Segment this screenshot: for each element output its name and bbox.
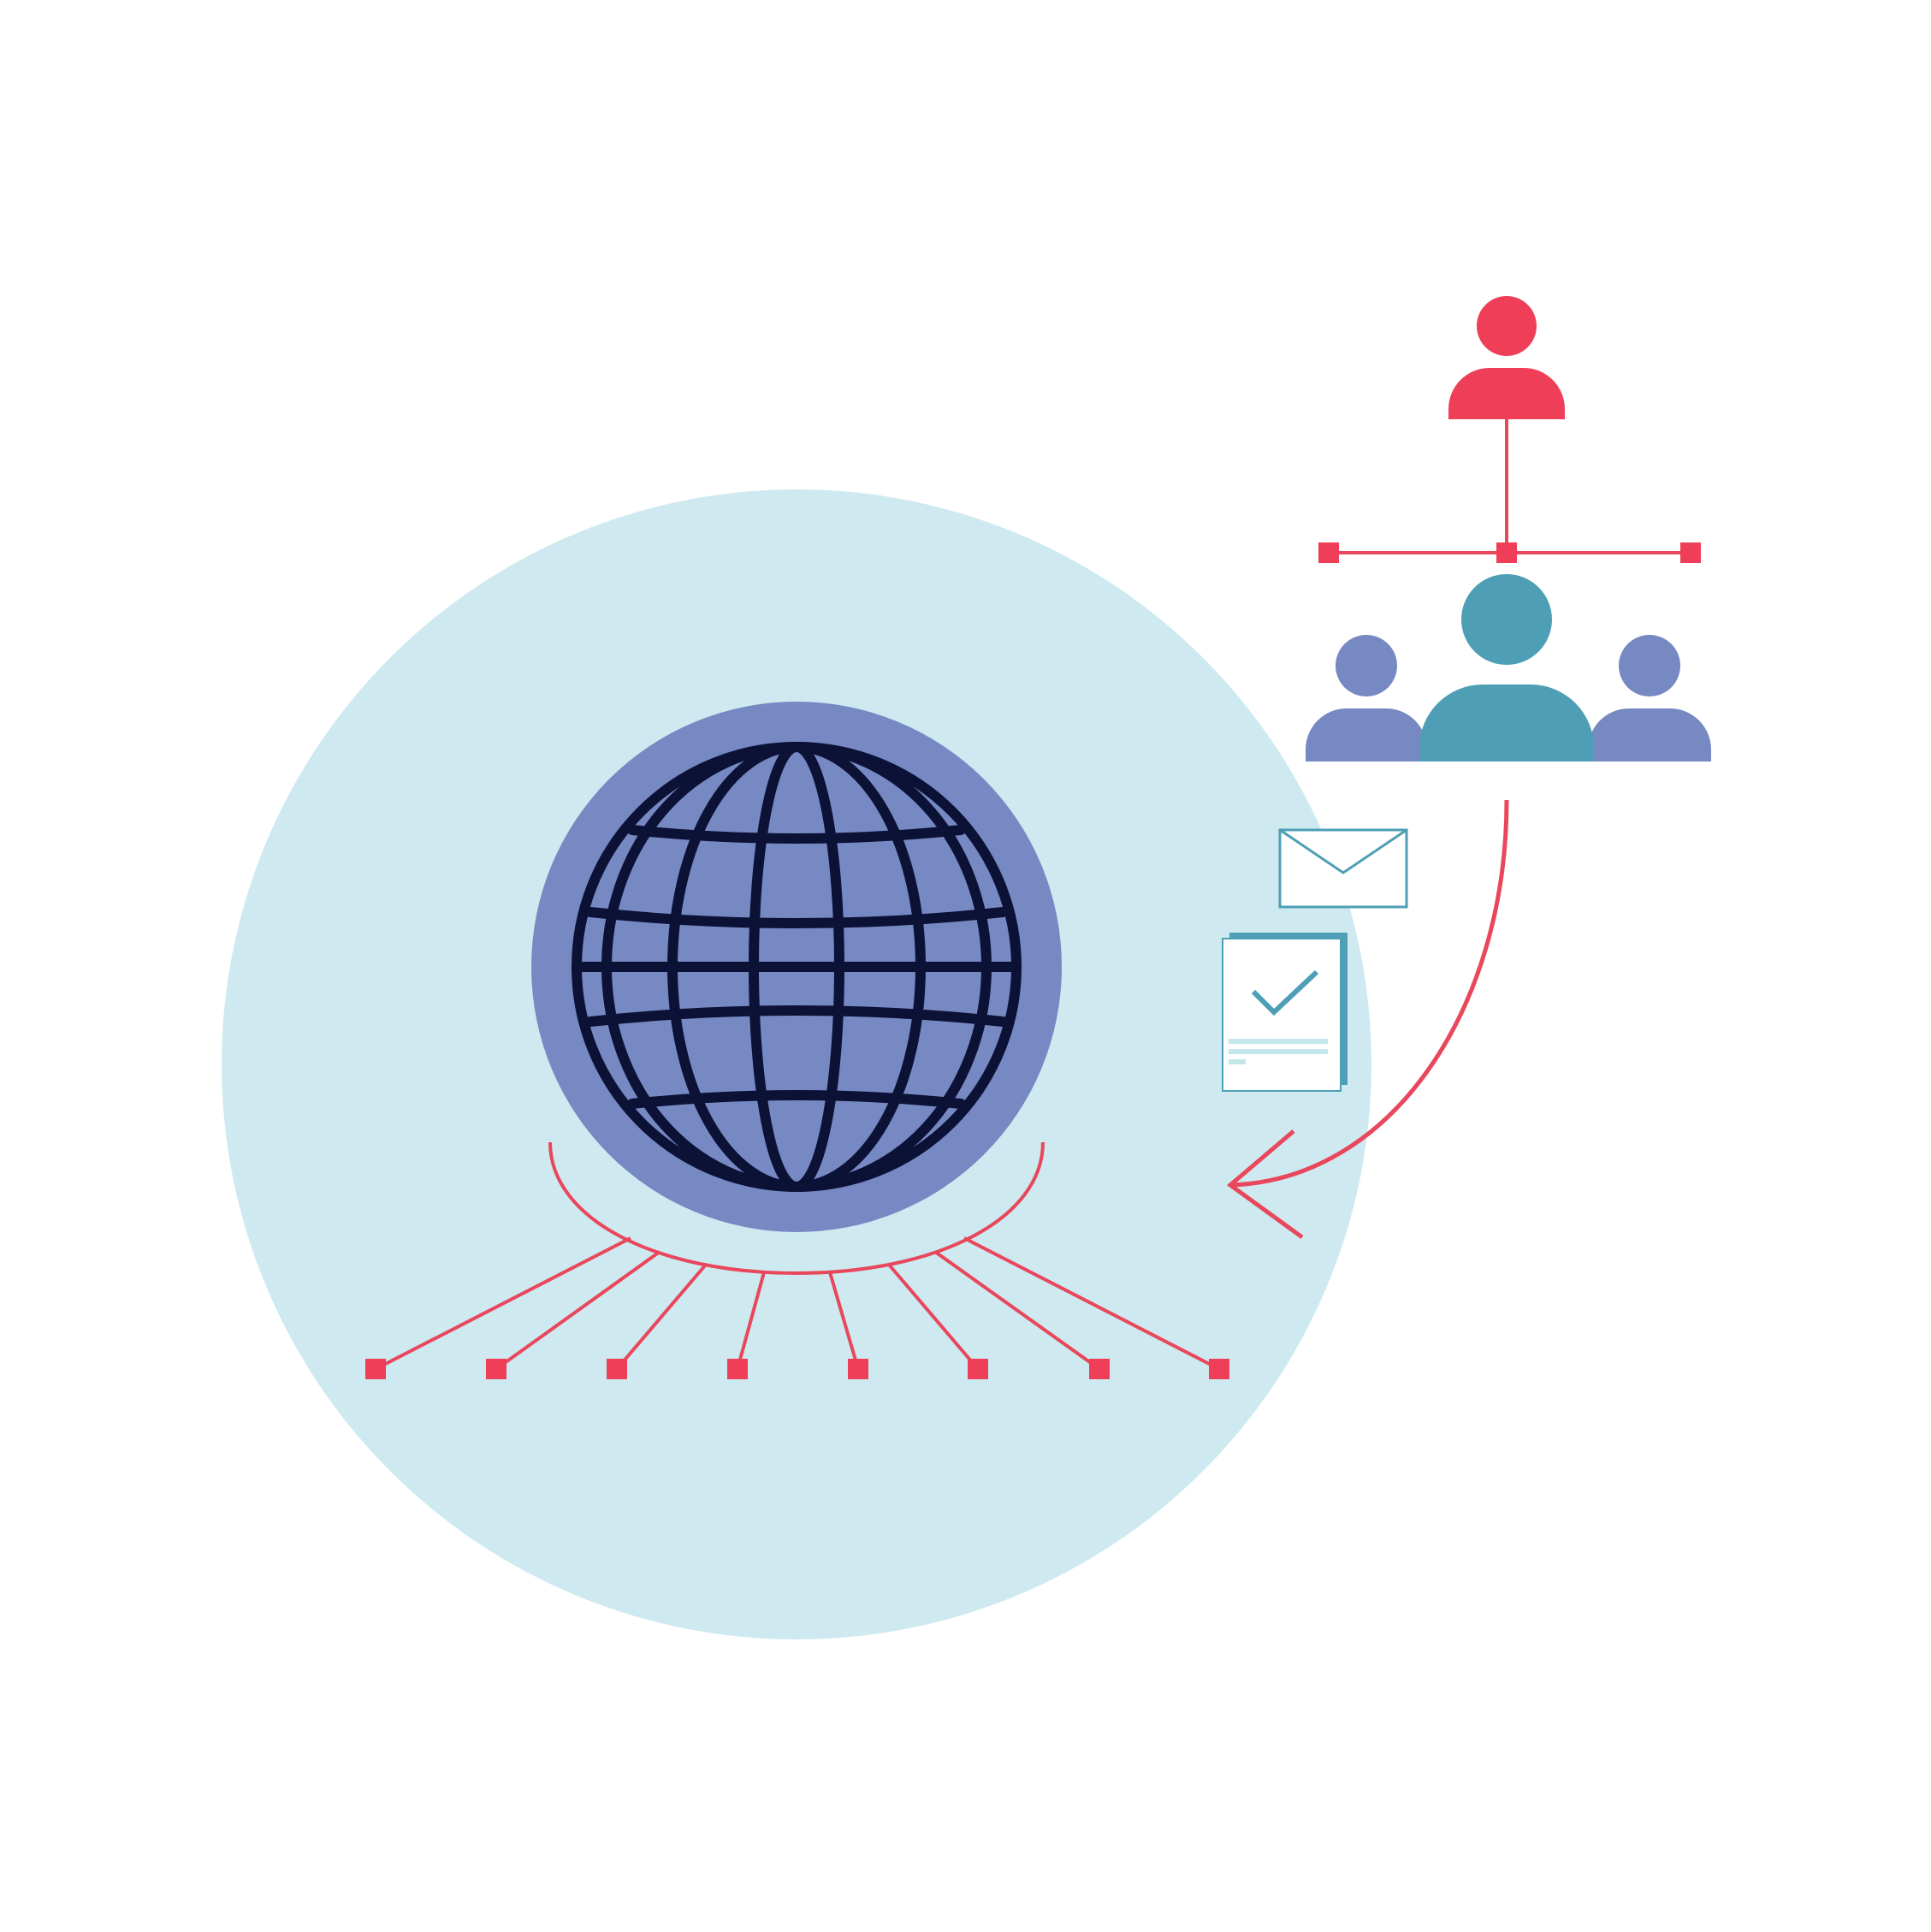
endpoint-node — [968, 1359, 988, 1379]
connection-line — [375, 1236, 631, 1371]
network-endpoints — [365, 1359, 1229, 1379]
globe-icon — [572, 742, 1022, 1192]
connection-line — [933, 1250, 1101, 1371]
endpoint-node — [727, 1359, 748, 1379]
person-icon — [1448, 296, 1565, 419]
endpoint-node — [1089, 1359, 1110, 1379]
connection-line — [495, 1250, 661, 1371]
connection-line — [828, 1271, 860, 1370]
connection-line — [963, 1236, 1220, 1371]
hierarchy-connector — [1318, 419, 1701, 563]
hierarchy-node — [1496, 542, 1517, 563]
network-connections — [375, 1236, 1220, 1371]
group-icon — [1306, 574, 1711, 762]
hierarchy-node — [1680, 542, 1701, 563]
endpoint-node — [486, 1359, 506, 1379]
connection-line — [615, 1263, 708, 1371]
connection-line — [887, 1263, 980, 1371]
envelope-icon — [1278, 828, 1408, 909]
endpoint-node — [607, 1359, 627, 1379]
hierarchy-node — [1318, 542, 1339, 563]
document-check-icon — [1222, 933, 1348, 1092]
endpoint-node — [848, 1359, 868, 1379]
connection-line — [736, 1271, 766, 1370]
endpoint-node — [1209, 1359, 1229, 1379]
endpoint-node — [365, 1359, 386, 1379]
curved-arrow-icon — [1226, 799, 1509, 1240]
connector-arc — [548, 1141, 1045, 1276]
